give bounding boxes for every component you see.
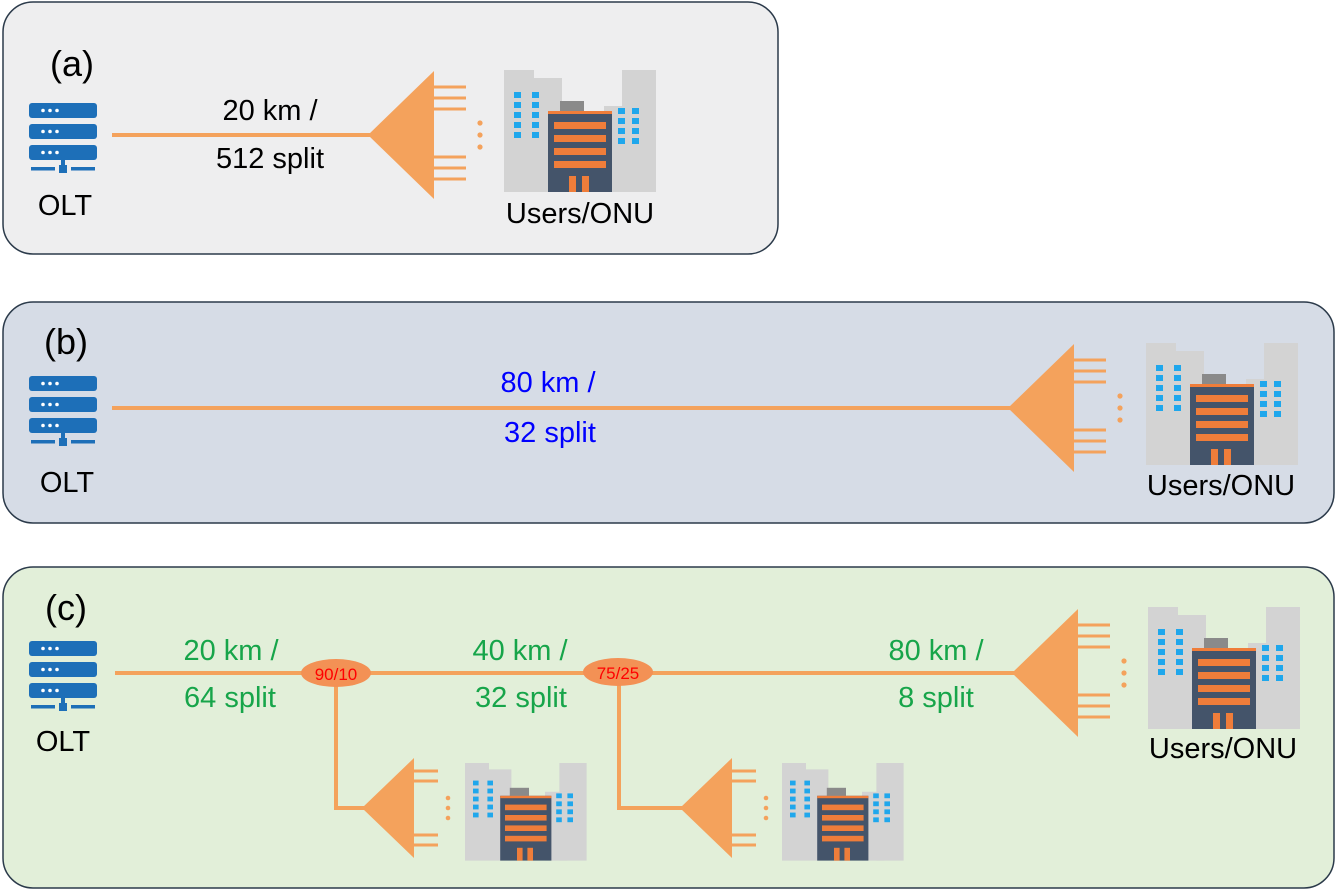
panel-c-background <box>2 566 1335 889</box>
panel-b: (b) OLT 80 km / 32 split Users/ONU <box>2 301 1335 524</box>
link-label-line1: 80 km / <box>500 367 596 399</box>
segment-3-line1: 80 km / <box>888 635 984 667</box>
segment-1-line1: 20 km / <box>183 635 279 667</box>
panel-b-label: (b) <box>44 321 88 362</box>
users-onu-label: Users/ONU <box>1149 733 1297 765</box>
users-onu-label: Users/ONU <box>1147 470 1295 502</box>
panel-a-label: (a) <box>50 43 94 84</box>
link-label-line2: 512 split <box>216 143 324 175</box>
panel-c-label: (c) <box>45 587 87 628</box>
segment-2-line1: 40 km / <box>472 635 568 667</box>
panel-c: (c) OLT 20 km / 64 split 40 km / 32 spli… <box>2 566 1335 889</box>
panel-a: (a) OLT 20 km / 512 split Users/ONU <box>2 1 779 255</box>
tap-coupler-1-ratio: 90/10 <box>315 665 358 684</box>
olt-label: OLT <box>40 467 95 499</box>
segment-1-line2: 64 split <box>184 682 276 714</box>
tap-coupler-2-ratio: 75/25 <box>597 664 640 683</box>
tap-coupler-1 <box>301 659 371 687</box>
users-onu-label: Users/ONU <box>506 198 654 230</box>
link-label-line1: 20 km / <box>222 95 318 127</box>
fiber-branch-1 <box>334 673 364 810</box>
olt-label: OLT <box>36 726 91 758</box>
link-label-line2: 32 split <box>504 417 596 449</box>
panel-b-background <box>2 301 1335 524</box>
segment-3-line2: 8 split <box>898 682 974 714</box>
fiber-branch-2 <box>617 673 684 810</box>
tap-coupler-2 <box>583 658 653 686</box>
segment-2-line2: 32 split <box>475 682 567 714</box>
olt-label: OLT <box>38 190 93 222</box>
